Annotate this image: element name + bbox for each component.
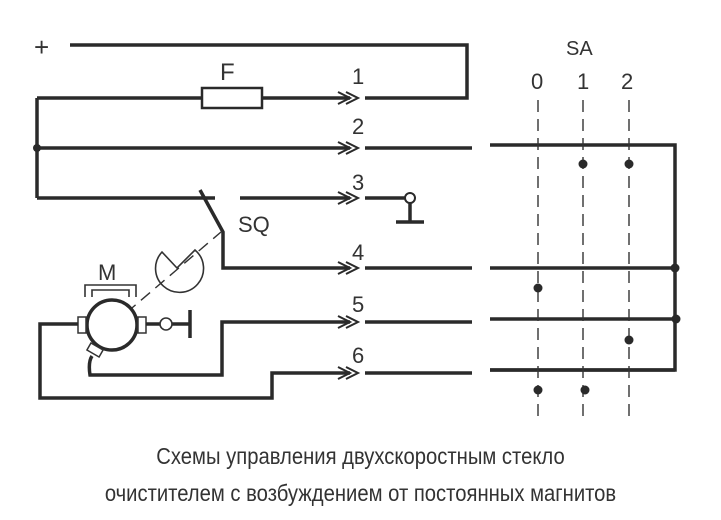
motor-icon — [85, 298, 139, 352]
motor-brush-bottom — [85, 342, 105, 358]
ground-terminal — [404, 192, 416, 204]
wire-label-6: 6 — [352, 343, 364, 368]
wire-label-3: 3 — [352, 170, 364, 195]
motor-brush-left — [77, 316, 87, 334]
cam-icon — [154, 248, 205, 294]
motor-ground-terminal — [159, 317, 173, 331]
plus-label: + — [34, 32, 49, 62]
connector-arrows — [337, 91, 361, 380]
ground-icon — [396, 203, 424, 224]
fuse-symbol — [200, 86, 264, 110]
fuse-label: F — [220, 59, 235, 86]
caption-line-1: Схемы управления двухскоростным стекло — [156, 443, 565, 469]
sa-position-1: 1 — [577, 69, 589, 94]
sa-label: SA — [566, 38, 593, 60]
supply-wire — [70, 43, 469, 100]
wire-label-4: 4 — [352, 240, 364, 265]
sa-position-2: 2 — [621, 69, 633, 94]
motor-magnet — [84, 284, 137, 297]
sq-switch-contact — [198, 189, 675, 270]
sq-label: SQ — [238, 212, 270, 237]
wire-label-5: 5 — [352, 292, 364, 317]
wire-5 — [87, 317, 675, 377]
sa-contact-dots — [533, 159, 681, 395]
motor-brush-right — [137, 316, 147, 334]
motor-label: M — [98, 260, 116, 285]
wire-label-2: 2 — [352, 114, 364, 139]
wire-label-1: 1 — [352, 64, 364, 89]
sa-position-0: 0 — [531, 69, 543, 94]
motor-ground-wire — [146, 310, 192, 338]
caption-line-2: очистителем с возбуждением от постоянных… — [104, 480, 617, 506]
